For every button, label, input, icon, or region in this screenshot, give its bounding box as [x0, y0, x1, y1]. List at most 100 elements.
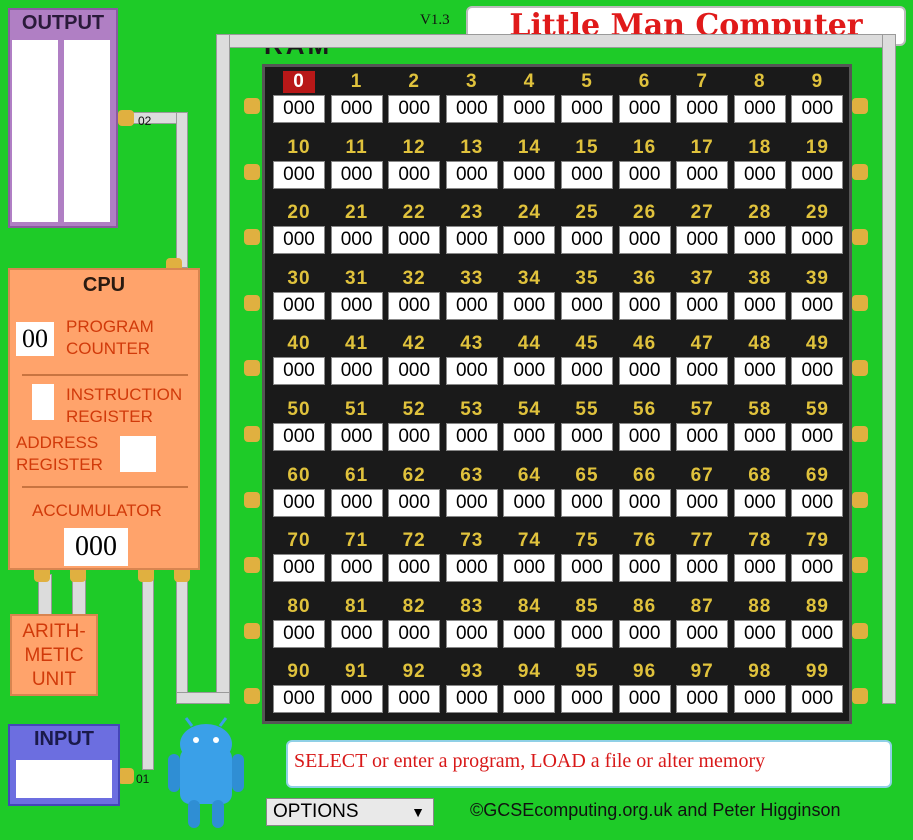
ram-value-field[interactable]: 000 — [561, 226, 613, 255]
ram-value-field[interactable]: 000 — [330, 357, 383, 386]
ram-value-field[interactable]: 000 — [618, 423, 671, 451]
ram-value-field[interactable]: 000 — [618, 357, 671, 386]
ram-value-field[interactable]: 000 — [330, 226, 383, 255]
ram-value-field[interactable]: 000 — [618, 554, 671, 583]
ram-value-field[interactable]: 000 — [733, 291, 786, 320]
ram-value-field[interactable]: 000 — [503, 357, 556, 386]
ram-value-field[interactable]: 000 — [273, 619, 325, 648]
ram-value-field[interactable]: 000 — [445, 423, 498, 451]
ram-value-field[interactable]: 000 — [791, 226, 844, 255]
ram-value-field[interactable]: 000 — [791, 554, 844, 583]
ram-value-field[interactable]: 000 — [388, 357, 441, 386]
ram-value-field[interactable]: 000 — [676, 95, 729, 123]
ram-value-field[interactable]: 000 — [388, 95, 441, 123]
ram-value-field[interactable]: 000 — [330, 291, 383, 320]
ram-value-field[interactable]: 000 — [733, 685, 786, 714]
ram-value-field[interactable]: 000 — [733, 226, 786, 255]
ram-value-field[interactable]: 000 — [388, 488, 441, 517]
ram-value-field[interactable]: 000 — [561, 423, 613, 451]
ram-value-field[interactable]: 000 — [561, 291, 613, 320]
ram-value-field[interactable]: 000 — [618, 619, 671, 648]
ram-value-field[interactable]: 000 — [273, 423, 325, 451]
ram-value-field[interactable]: 000 — [388, 160, 441, 189]
ram-value-field[interactable]: 000 — [733, 423, 786, 451]
ram-value-field[interactable]: 000 — [273, 488, 325, 517]
ram-value-field[interactable]: 000 — [676, 291, 729, 320]
ram-value-field[interactable]: 000 — [273, 95, 325, 123]
ram-value-field[interactable]: 000 — [561, 619, 613, 648]
ram-value-field[interactable]: 000 — [791, 95, 844, 123]
ram-value-field[interactable]: 000 — [676, 488, 729, 517]
input-field[interactable] — [16, 760, 112, 798]
ram-value-field[interactable]: 000 — [330, 554, 383, 583]
ram-value-field[interactable]: 000 — [733, 357, 786, 386]
ram-value-field[interactable]: 000 — [273, 160, 325, 189]
ram-value-field[interactable]: 000 — [676, 357, 729, 386]
ram-value-field[interactable]: 000 — [733, 619, 786, 648]
ram-value-field[interactable]: 000 — [618, 160, 671, 189]
ram-value-field[interactable]: 000 — [503, 685, 556, 714]
ram-value-field[interactable]: 000 — [676, 554, 729, 583]
options-dropdown[interactable]: OPTIONS ▼ — [266, 798, 434, 826]
ram-value-field[interactable]: 000 — [273, 554, 325, 583]
ram-value-field[interactable]: 000 — [503, 619, 556, 648]
ram-value-field[interactable]: 000 — [388, 685, 441, 714]
ram-value-field[interactable]: 000 — [561, 488, 613, 517]
ram-value-field[interactable]: 000 — [388, 226, 441, 255]
ram-value-field[interactable]: 000 — [330, 160, 383, 189]
ram-value-field[interactable]: 000 — [273, 685, 325, 714]
ram-value-field[interactable]: 000 — [503, 554, 556, 583]
ram-value-field[interactable]: 000 — [561, 554, 613, 583]
ram-value-field[interactable]: 000 — [733, 160, 786, 189]
ram-value-field[interactable]: 000 — [503, 291, 556, 320]
ram-value-field[interactable]: 000 — [503, 95, 556, 123]
ram-value-field[interactable]: 000 — [330, 423, 383, 451]
ram-value-field[interactable]: 000 — [273, 291, 325, 320]
ram-value-field[interactable]: 000 — [791, 423, 844, 451]
ram-value-field[interactable]: 000 — [561, 357, 613, 386]
ram-value-field[interactable]: 000 — [445, 685, 498, 714]
ram-value-field[interactable]: 000 — [791, 291, 844, 320]
ram-value-field[interactable]: 000 — [503, 423, 556, 451]
ram-value-field[interactable]: 000 — [330, 619, 383, 648]
ram-value-field[interactable]: 000 — [618, 95, 671, 123]
ram-value-field[interactable]: 000 — [503, 488, 556, 517]
ram-value-field[interactable]: 000 — [676, 685, 729, 714]
ram-value-field[interactable]: 000 — [388, 554, 441, 583]
ram-value-field[interactable]: 000 — [330, 488, 383, 517]
ram-value-field[interactable]: 000 — [676, 226, 729, 255]
ram-value-field[interactable]: 000 — [791, 685, 844, 714]
ram-value-field[interactable]: 000 — [676, 423, 729, 451]
ram-value-field[interactable]: 000 — [618, 488, 671, 517]
ram-value-field[interactable]: 000 — [618, 685, 671, 714]
ram-value-field[interactable]: 000 — [733, 488, 786, 517]
ram-value-field[interactable]: 000 — [561, 685, 613, 714]
ram-value-field[interactable]: 000 — [618, 226, 671, 255]
ram-value-field[interactable]: 000 — [445, 291, 498, 320]
ram-value-field[interactable]: 000 — [676, 160, 729, 189]
ram-value-field[interactable]: 000 — [503, 160, 556, 189]
ram-value-field[interactable]: 000 — [388, 619, 441, 648]
ram-value-field[interactable]: 000 — [445, 619, 498, 648]
ram-value-field[interactable]: 000 — [273, 226, 325, 255]
ram-value-field[interactable]: 000 — [445, 95, 498, 123]
ram-value-field[interactable]: 000 — [273, 357, 325, 386]
ram-value-field[interactable]: 000 — [561, 160, 613, 189]
ram-value-field[interactable]: 000 — [618, 291, 671, 320]
ram-value-field[interactable]: 000 — [445, 554, 498, 583]
ram-value-field[interactable]: 000 — [676, 619, 729, 648]
ram-value-field[interactable]: 000 — [791, 619, 844, 648]
ram-value-field[interactable]: 000 — [330, 95, 383, 123]
ram-value-field[interactable]: 000 — [330, 685, 383, 714]
ram-value-field[interactable]: 000 — [445, 488, 498, 517]
ram-value-field[interactable]: 000 — [733, 95, 786, 123]
ram-value-field[interactable]: 000 — [503, 226, 556, 255]
ram-value-field[interactable]: 000 — [733, 554, 786, 583]
ram-value-field[interactable]: 000 — [388, 423, 441, 451]
ram-value-field[interactable]: 000 — [791, 357, 844, 386]
ram-value-field[interactable]: 000 — [445, 226, 498, 255]
ram-value-field[interactable]: 000 — [445, 357, 498, 386]
ram-value-field[interactable]: 000 — [791, 488, 844, 517]
ram-value-field[interactable]: 000 — [791, 160, 844, 189]
ram-value-field[interactable]: 000 — [561, 95, 613, 123]
